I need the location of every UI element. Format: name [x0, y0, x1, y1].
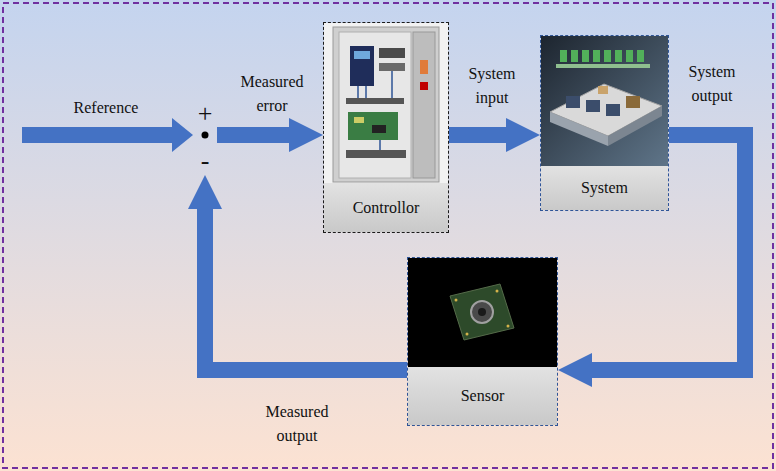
board-chip — [354, 117, 364, 123]
system-illustration — [541, 36, 668, 167]
green-unit — [637, 50, 644, 62]
unit-base — [556, 64, 650, 68]
drive-unit — [350, 46, 374, 86]
solder-pad — [455, 299, 458, 302]
photo-backdrop — [324, 23, 448, 184]
summing-junction: +- — [193, 100, 217, 175]
indicator-lamp — [420, 82, 428, 90]
green-unit — [582, 50, 589, 62]
cabinet-body — [333, 27, 439, 182]
solder-pad — [507, 325, 510, 328]
green-unit — [560, 50, 567, 62]
signal-label: Reference — [46, 96, 166, 120]
junction-dot — [193, 130, 217, 140]
solder-pad — [496, 290, 499, 293]
breaker-row — [379, 63, 405, 71]
outer-frame — [3, 3, 773, 468]
block-title: Sensor — [461, 384, 505, 408]
caption-band: System — [541, 166, 668, 210]
solder-pad — [466, 333, 469, 336]
cabinet-panel — [339, 32, 411, 178]
drive-display — [354, 51, 370, 59]
green-unit — [615, 50, 622, 62]
junction-sign: + — [183, 100, 227, 128]
block-title: Controllor — [353, 196, 420, 220]
sensor-lens — [471, 301, 493, 323]
green-unit — [571, 50, 578, 62]
room-wall — [550, 112, 608, 146]
arrow-shaft — [22, 127, 174, 143]
junction-dot — [202, 132, 209, 139]
caption-band: Sensor — [408, 367, 557, 425]
sensor-illustration — [408, 258, 557, 367]
wiring — [358, 71, 392, 150]
arrow-head — [172, 118, 193, 152]
block-title: System — [581, 176, 628, 200]
terminal-strip — [346, 150, 406, 158]
green-unit — [604, 50, 611, 62]
photo-backdrop — [541, 36, 668, 167]
indicator-lamp — [420, 60, 428, 74]
signal-label: System input — [461, 62, 523, 110]
rack — [586, 100, 600, 112]
rack — [566, 96, 580, 108]
block-box: Sensor — [407, 257, 558, 426]
signal-arrow — [449, 127, 520, 143]
block-box: Controllor — [323, 22, 449, 233]
reference-arrow — [22, 118, 193, 152]
junction-sign: - — [183, 148, 227, 174]
caption-band: Controllor — [324, 183, 448, 232]
terminal-strip — [346, 98, 404, 104]
signal-label: Measured output — [257, 400, 337, 448]
breaker-row — [379, 48, 405, 58]
block-box: System — [540, 35, 669, 211]
cabinet-door — [413, 32, 435, 178]
circuit-board — [348, 112, 398, 140]
controller-illustration — [324, 23, 448, 184]
green-units — [560, 50, 644, 62]
rack — [598, 86, 608, 94]
sensor-board — [450, 284, 514, 340]
rack — [606, 104, 620, 116]
signal-label: Measured error — [232, 70, 312, 118]
connector-group — [205, 135, 745, 370]
green-unit — [593, 50, 600, 62]
signal-arrow — [217, 127, 303, 143]
green-unit — [626, 50, 633, 62]
rack — [626, 96, 640, 108]
signal-label: System output — [676, 60, 748, 108]
board-chip — [372, 125, 386, 133]
photo-backdrop — [408, 258, 557, 367]
sensor-aperture — [478, 308, 486, 316]
